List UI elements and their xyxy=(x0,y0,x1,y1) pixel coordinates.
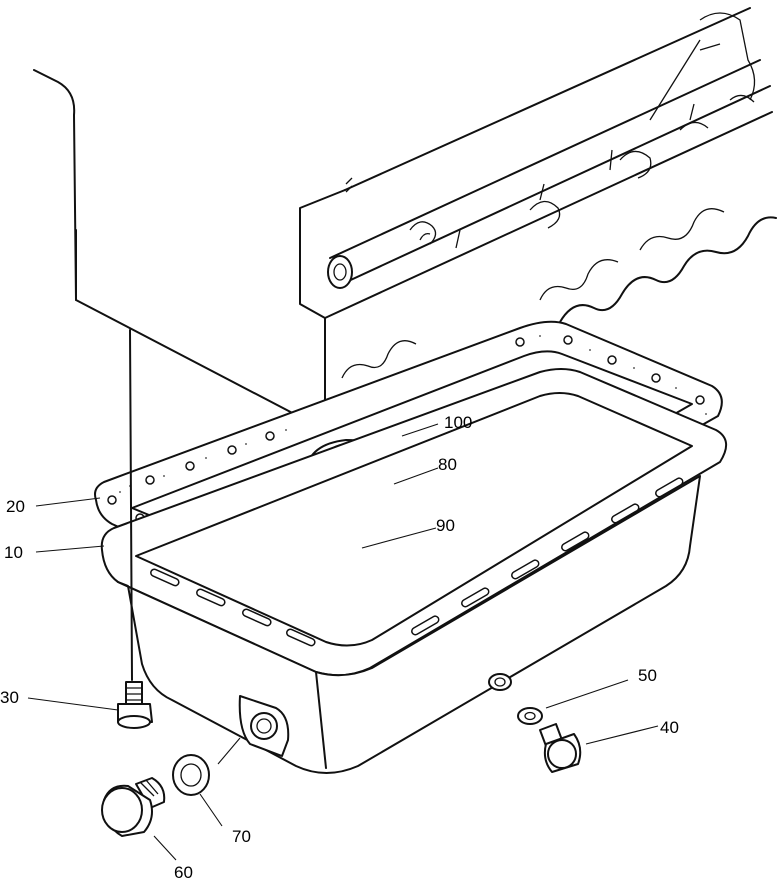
callout-90: 90 xyxy=(436,516,455,535)
washer-50 xyxy=(517,707,543,725)
plug-40 xyxy=(539,723,582,773)
callout-40: 40 xyxy=(660,718,679,737)
callout-30: 30 xyxy=(0,688,19,707)
callout-50: 50 xyxy=(638,666,657,685)
callout-10: 10 xyxy=(4,543,23,562)
callout-100: 100 xyxy=(444,413,472,432)
leader-lines xyxy=(27,423,659,861)
callout-60: 60 xyxy=(174,863,193,882)
callout-70: 70 xyxy=(232,827,251,846)
bolt-30 xyxy=(117,329,153,729)
oil-pan xyxy=(100,368,727,774)
callout-80: 80 xyxy=(438,455,457,474)
plug-60 xyxy=(101,777,166,837)
callout-labels: 10 20 30 40 50 60 70 80 90 100 xyxy=(0,413,679,882)
washer-70 xyxy=(172,754,210,796)
flange-slots xyxy=(150,477,684,647)
callout-20: 20 xyxy=(6,497,25,516)
